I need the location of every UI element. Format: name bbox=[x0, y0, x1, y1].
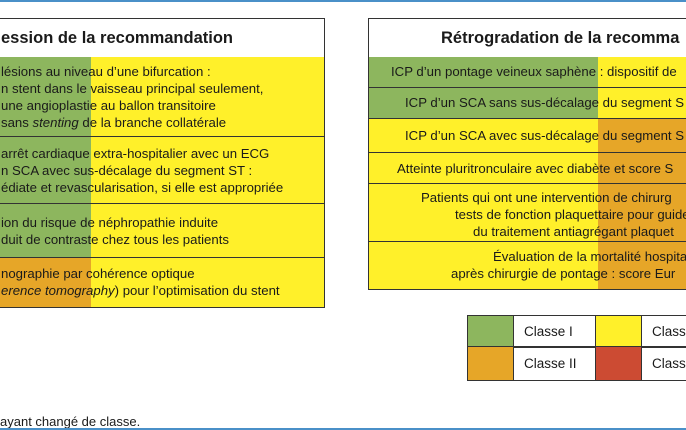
left-row-bifurcation: lésions au niveau d’une bifurcation : n … bbox=[0, 57, 325, 137]
legend-class-1: Classe I bbox=[467, 315, 597, 348]
top-rule bbox=[0, 0, 686, 2]
left-row-1-line-4: sans stenting de la branche collatérale bbox=[1, 115, 227, 130]
right-row-platelet-tests: Patients qui ont une intervention de chi… bbox=[368, 184, 686, 242]
left-row-3-line-1: ion du risque de néphropathie induite bbox=[1, 215, 219, 230]
right-row-1-line-1: ICP d’un pontage veineux saphène : dispo… bbox=[391, 64, 677, 79]
cell-bg-orange bbox=[598, 184, 686, 241]
cell-bg-yellow bbox=[598, 57, 686, 87]
left-row-1-line-3: une angioplastie au ballon transitoire bbox=[1, 98, 216, 113]
right-row-saphenous-graft: ICP d’un pontage veineux saphène : dispo… bbox=[368, 57, 686, 88]
legend-swatch-green bbox=[468, 316, 514, 347]
right-row-5-line-3: du traitement antiagrégant plaquet bbox=[473, 224, 674, 239]
cell-bg-orange bbox=[598, 242, 686, 289]
legend-class-3: Classe bbox=[595, 315, 686, 348]
left-row-2-line-3: édiate et revascularisation, si elle est… bbox=[1, 180, 284, 195]
left-panel-title: ession de la recommandation bbox=[0, 18, 325, 57]
right-panel-title: Rétrogradation de la recomma bbox=[368, 18, 686, 57]
right-row-6-line-1: Évaluation de la mortalité hospital bbox=[493, 249, 686, 264]
cell-bg-yellow bbox=[598, 88, 686, 118]
left-row-1-line-2: n stent dans le vaisseau principal seule… bbox=[1, 81, 264, 96]
left-row-4-line-2: erence tomography) pour l’optimisation d… bbox=[1, 283, 280, 298]
legend-swatch-orange bbox=[468, 347, 514, 380]
cell-bg-orange bbox=[0, 258, 91, 307]
left-row-1-line-1: lésions au niveau d’une bifurcation : bbox=[1, 64, 211, 79]
left-row-3-line-2: duit de contraste chez tous les patients bbox=[1, 232, 229, 247]
cell-bg-green bbox=[0, 137, 91, 203]
bottom-rule bbox=[0, 428, 686, 430]
cell-bg-green bbox=[0, 204, 91, 257]
cell-bg-green bbox=[0, 57, 91, 136]
cell-bg-orange bbox=[598, 119, 686, 152]
left-row-oct: nographie par cohérence optique erence t… bbox=[0, 258, 325, 308]
right-row-nstemi: ICP d’un SCA sans sus-décalage du segmen… bbox=[368, 88, 686, 119]
right-row-3-line-1: ICP d’un SCA avec sus-décalage du segmen… bbox=[405, 128, 685, 143]
left-row-4-line-1: nographie par cohérence optique bbox=[1, 266, 195, 281]
left-row-cardiac-arrest: arrêt cardiaque extra-hospitalier avec u… bbox=[0, 137, 325, 204]
right-row-stemi: ICP d’un SCA avec sus-décalage du segmen… bbox=[368, 119, 686, 153]
left-row-2-line-1: arrêt cardiaque extra-hospitalier avec u… bbox=[1, 146, 270, 161]
legend-class-2: Classe II bbox=[467, 346, 597, 381]
right-row-6-line-2: après chirurgie de pontage : score Eur bbox=[451, 266, 676, 281]
left-row-2-line-2: n SCA avec sus-décalage du segment ST : bbox=[1, 163, 253, 178]
right-row-5-line-1: Patients qui ont une intervention de chi… bbox=[421, 190, 672, 205]
right-row-5-line-2: tests de fonction plaquettaire pour guid… bbox=[455, 207, 686, 222]
cell-bg-orange bbox=[598, 153, 686, 183]
legend-swatch-red bbox=[596, 347, 642, 380]
right-row-4-line-1: Atteinte pluritronculaire avec diabète e… bbox=[397, 161, 674, 176]
right-row-mortality-score: Évaluation de la mortalité hospital aprè… bbox=[368, 242, 686, 290]
left-row-nephropathy: ion du risque de néphropathie induite du… bbox=[0, 204, 325, 258]
legend-swatch-yellow bbox=[596, 316, 642, 347]
footnote: ayant changé de classe. bbox=[0, 414, 141, 429]
right-row-multivessel-diabetes: Atteinte pluritronculaire avec diabète e… bbox=[368, 153, 686, 184]
right-row-2-line-1: ICP d’un SCA sans sus-décalage du segmen… bbox=[405, 95, 685, 110]
legend-class-4: Classe bbox=[595, 346, 686, 381]
